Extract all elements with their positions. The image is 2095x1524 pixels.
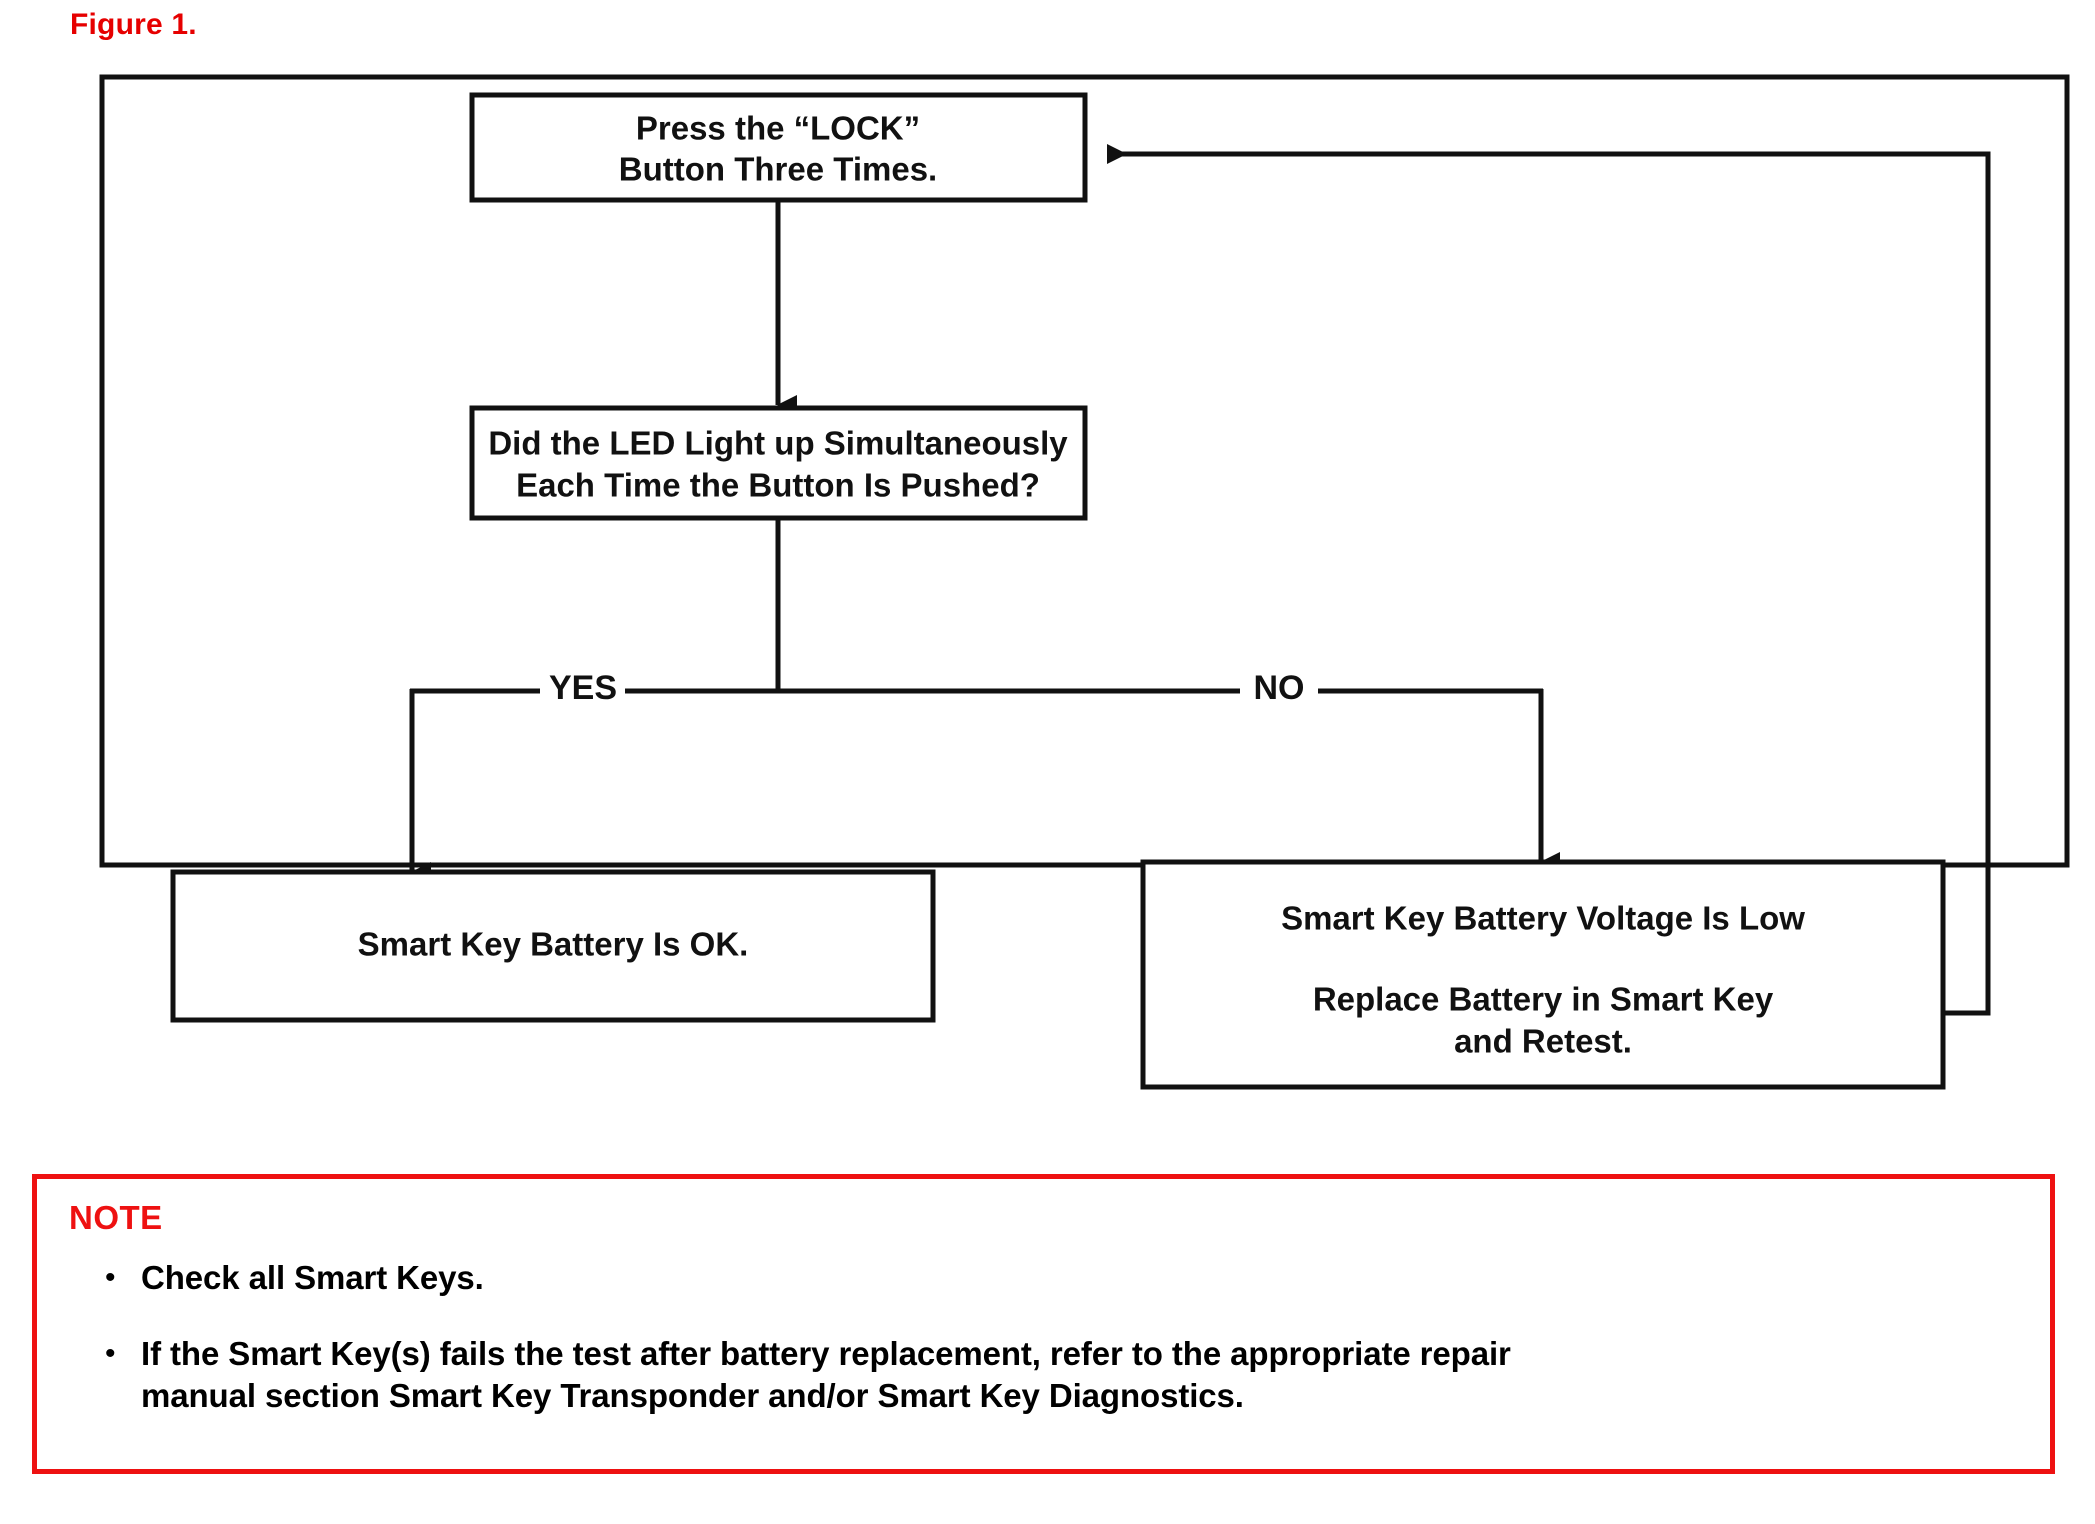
flowchart-svg: Press the “LOCK” Button Three Times. Did… [99, 74, 2070, 1090]
node-battery-ok-line-1: Smart Key Battery Is OK. [358, 926, 749, 963]
node-battery-ok: Smart Key Battery Is OK. [170, 869, 936, 1023]
node-press-lock-box [469, 92, 1088, 203]
node-battery-low-line-2: Replace Battery in Smart Key [1313, 981, 1774, 1018]
node-press-lock-line-1: Press the “LOCK” [636, 110, 920, 147]
note-list-item: • If the Smart Key(s) fails the test aft… [97, 1333, 2020, 1417]
branch-label-no: NO [1254, 669, 1305, 707]
note-list-item: • Check all Smart Keys. [97, 1257, 2020, 1299]
node-press-lock: Press the “LOCK” Button Three Times. [469, 92, 1088, 203]
note-item-line-1: If the Smart Key(s) fails the test after… [141, 1335, 1511, 1372]
node-press-lock-line-2: Button Three Times. [619, 151, 937, 188]
node-led-question-line-1: Did the LED Light up Simultaneously [488, 425, 1068, 462]
note-item-line-2: manual section Smart Key Transponder and… [141, 1377, 1244, 1414]
flowchart-container: Press the “LOCK” Button Three Times. Did… [99, 74, 2070, 1090]
bullet-icon: • [105, 1261, 116, 1294]
edge-retest-feedback-loop [1107, 144, 1991, 1016]
note-item-text: Check all Smart Keys. [141, 1257, 484, 1299]
note-item-line-1: Check all Smart Keys. [141, 1259, 484, 1296]
bullet-icon: • [105, 1337, 116, 1370]
branch-label-yes: YES [549, 669, 617, 707]
node-battery-ok-box [170, 869, 936, 1023]
note-list: • Check all Smart Keys. • If the Smart K… [97, 1257, 2020, 1451]
node-led-question-line-2: Each Time the Button Is Pushed? [516, 467, 1040, 504]
note-title: NOTE [69, 1199, 163, 1236]
note-callout: NOTE • Check all Smart Keys. • If the Sm… [32, 1174, 2055, 1474]
figure-caption: Figure 1. [70, 8, 197, 41]
node-battery-low-line-3: and Retest. [1454, 1023, 1632, 1060]
node-led-question: Did the LED Light up Simultaneously Each… [469, 405, 1088, 521]
node-battery-low-line-1: Smart Key Battery Voltage Is Low [1281, 900, 1805, 937]
note-item-text: If the Smart Key(s) fails the test after… [141, 1333, 1511, 1417]
figure-frame [99, 74, 2070, 868]
node-battery-low-box [1140, 859, 1946, 1090]
node-battery-low: Smart Key Battery Voltage Is Low Replace… [1140, 859, 1946, 1090]
